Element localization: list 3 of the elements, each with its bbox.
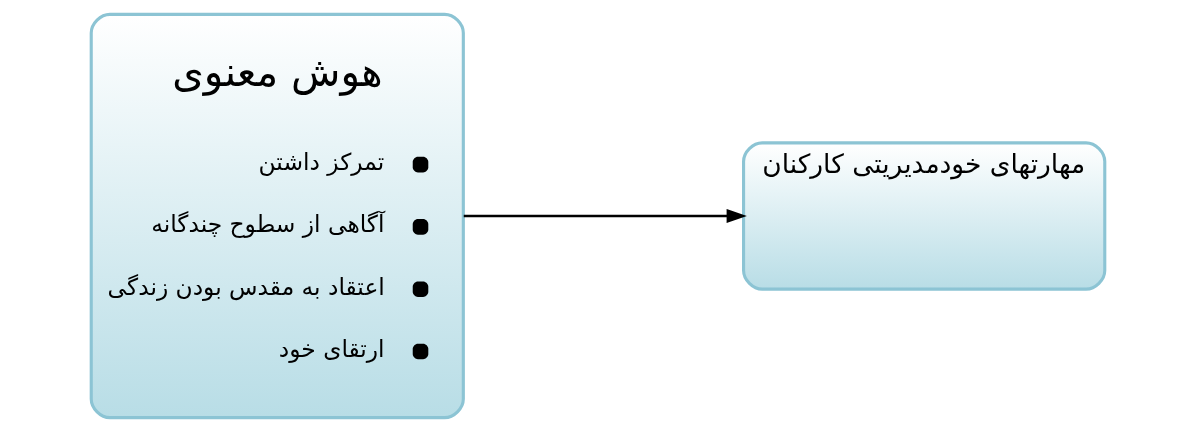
node-box: هوش معنوی تمرکز داشتن آگاهی از سطوح چندگانه اعتقاد به مقدس بودن زندگی ارتقای خود (89, 12, 465, 420)
node-box: مهارتهای خودمدیریتی کارکنان (741, 141, 1106, 291)
arrow (463, 208, 747, 224)
